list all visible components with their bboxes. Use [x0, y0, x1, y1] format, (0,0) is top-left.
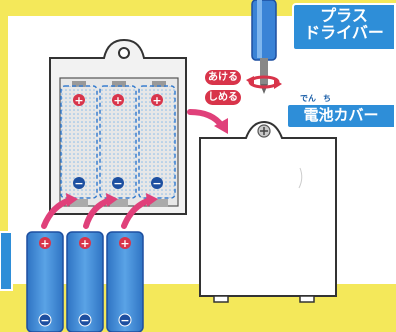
plus-icon	[39, 237, 51, 249]
holder-slot-1: + −	[60, 85, 98, 199]
plus-symbol: +	[152, 94, 161, 107]
left-label-fragment	[0, 231, 13, 291]
arrowhead-icon	[246, 76, 254, 86]
arrowhead-icon	[66, 193, 78, 207]
battery-1: + −	[26, 231, 64, 332]
plus-symbol: +	[74, 94, 83, 107]
plus-symbol: +	[120, 237, 129, 250]
open-label: あける	[205, 70, 241, 85]
battery-2: + −	[66, 231, 104, 332]
close-label: しめる	[205, 90, 241, 105]
arrowhead-icon	[214, 118, 228, 134]
plus-icon	[151, 94, 163, 106]
cover-label-ruby-chi: ち	[323, 94, 331, 103]
minus-icon	[38, 313, 52, 327]
cover-label-ruby-den: でん	[300, 94, 316, 103]
plus-symbol: +	[80, 237, 89, 250]
holder-slot-3: + −	[138, 85, 176, 199]
minus-icon	[112, 177, 124, 189]
plus-icon	[79, 237, 91, 249]
arrowhead-icon	[146, 193, 158, 207]
screwdriver-icon	[251, 0, 277, 94]
minus-symbol: −	[113, 177, 122, 190]
minus-symbol: −	[80, 314, 89, 327]
minus-icon	[151, 177, 163, 189]
battery-3: + −	[106, 231, 144, 332]
minus-icon	[118, 313, 132, 327]
plus-symbol: +	[40, 237, 49, 250]
minus-symbol: −	[74, 177, 83, 190]
screwdriver-label: プラス ドライバー	[292, 3, 396, 51]
plus-symbol: +	[113, 94, 122, 107]
holder-slot-2: + −	[99, 85, 137, 199]
arrowhead-icon	[274, 79, 282, 89]
screwdriver-label-line1: プラス	[320, 6, 368, 25]
battery-cover-label: 電池カバー	[286, 103, 396, 129]
battery-cover	[199, 120, 337, 303]
minus-symbol: −	[40, 314, 49, 327]
minus-symbol: −	[120, 314, 129, 327]
minus-icon	[73, 177, 85, 189]
minus-symbol: −	[152, 177, 161, 190]
plus-icon	[112, 94, 124, 106]
plus-icon	[73, 94, 85, 106]
screwdriver-label-line2: ドライバー	[304, 22, 384, 42]
arrowhead-icon	[106, 193, 118, 207]
minus-icon	[78, 313, 92, 327]
plus-icon	[119, 237, 131, 249]
